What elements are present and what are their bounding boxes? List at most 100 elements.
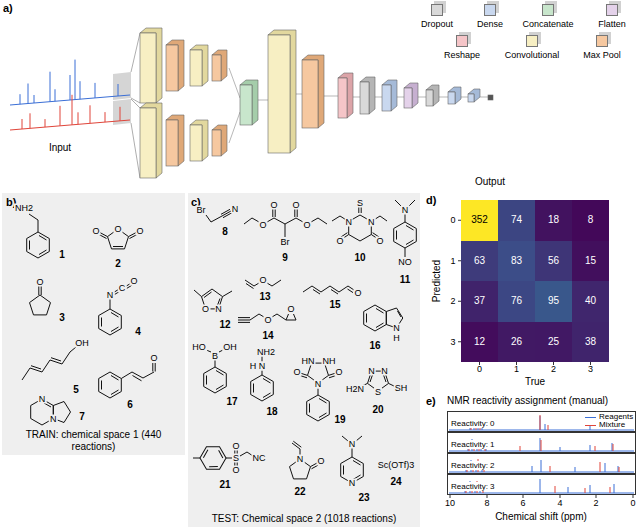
matrix-cell: 25 <box>535 322 572 363</box>
axis-title: Output <box>474 177 506 187</box>
legend-text: Dense <box>477 20 503 29</box>
nmr-spectra <box>449 415 634 498</box>
atom-label: O <box>129 277 138 286</box>
plot-label: Reactivity: 0 <box>450 419 496 428</box>
plot-label: Reactivity: 2 <box>450 461 496 470</box>
tick-label: 10 <box>445 499 455 508</box>
compound-number: 18 <box>265 407 278 417</box>
atom-label: H <box>392 334 401 343</box>
compound-number: 10 <box>353 253 366 263</box>
matrix-cell: 26 <box>498 322 535 363</box>
atom-label: N <box>314 380 323 389</box>
atom-label: NO <box>397 258 413 267</box>
atom-label: O <box>353 289 362 298</box>
atom-label: O <box>201 305 210 314</box>
atom-label: N <box>348 440 357 449</box>
input-spectra <box>10 33 140 178</box>
compound-number: 5 <box>72 385 80 395</box>
panel-box: TRAIN: chemical space 1 (440 reactions) <box>2 193 185 455</box>
matrix-cell: 95 <box>535 281 572 322</box>
atom-label: O <box>91 227 100 236</box>
atom-label: S <box>356 199 364 208</box>
atom-label: N <box>348 479 357 488</box>
compound-number: 19 <box>333 415 346 425</box>
panel-title: NMR reactivity assignment (manual) <box>447 396 608 406</box>
atom-label: Br <box>280 238 291 247</box>
atom-label: NH <box>322 357 337 366</box>
atom-label: O <box>113 225 122 234</box>
matrix-cell: 76 <box>498 281 535 322</box>
legend-text: Reagents <box>598 413 634 421</box>
compound-number: 16 <box>368 341 381 351</box>
matrix-cell: 12 <box>461 322 498 363</box>
panel-letter: d) <box>426 195 436 206</box>
plot-box: Reactivity: 2 <box>447 453 636 474</box>
panel-letter: e) <box>426 396 436 407</box>
atom-label: O <box>258 276 267 285</box>
atom-label: N <box>214 305 223 314</box>
compound-number: 6 <box>126 400 134 410</box>
matrix-cell: 15 <box>572 241 609 282</box>
matrix-cell: 63 <box>461 241 498 282</box>
axis-title: Predicted <box>432 260 442 302</box>
atom-label: HO <box>191 343 207 352</box>
panel-letter: a) <box>3 3 13 14</box>
tick-label: 0 <box>630 499 635 508</box>
compound-number: 17 <box>225 397 238 407</box>
tick-label: 2 <box>450 297 455 306</box>
matrix-cell: 37 <box>461 281 498 322</box>
compound-number: 4 <box>134 327 142 337</box>
atom-label: N <box>258 362 267 371</box>
panel-box: TEST: Chemical space 2 (1018 reactions) <box>188 193 420 527</box>
atom-label: O <box>258 221 267 230</box>
atom-label: Sc(OTf)3 <box>377 461 416 470</box>
legend-line <box>585 425 596 426</box>
legend-swatch <box>456 35 468 47</box>
atom-label: N <box>392 324 401 333</box>
tick-label: 3 <box>450 337 455 346</box>
atom-label: OH <box>222 343 238 352</box>
atom-label: SH <box>394 384 409 393</box>
matrix-cell: 18 <box>535 200 572 241</box>
legend-swatch <box>431 4 443 16</box>
compound-number: 13 <box>258 292 271 302</box>
atom-label: NH2 <box>14 204 34 213</box>
tick-label: 8 <box>484 499 489 508</box>
compound-number: 22 <box>293 487 306 497</box>
atom-label: O <box>291 201 300 210</box>
legend-text: Max Pool <box>583 51 621 60</box>
matrix-cell: 352 <box>461 200 498 241</box>
tick-label: 6 <box>520 499 525 508</box>
atom-label: O <box>231 442 240 451</box>
atom-label: O <box>316 457 325 466</box>
compound-number: 1 <box>58 250 66 260</box>
matrix-cell: 56 <box>535 241 572 282</box>
compound-number: 9 <box>281 253 289 263</box>
atom-label: O <box>286 305 295 314</box>
tick-label: 1 <box>514 365 519 374</box>
panel-ground <box>2 193 185 455</box>
atom-label: N <box>380 367 389 376</box>
legend-swatch <box>484 4 496 16</box>
caption-text: TEST: Chemical space 2 (1018 reactions) <box>212 513 397 525</box>
compound-number: 21 <box>218 480 231 490</box>
matrix-cell: 83 <box>498 241 535 282</box>
atom-label: N <box>344 217 353 226</box>
atom-label: NC <box>252 454 267 463</box>
atom-label: N <box>106 291 115 300</box>
compound-number: 7 <box>78 412 86 422</box>
matrix-cell: 8 <box>572 200 609 241</box>
atom-label: O <box>334 368 343 377</box>
compound-number: 11 <box>399 275 412 285</box>
atom-label: O <box>292 368 301 377</box>
legend-swatch <box>542 4 554 16</box>
atom-label: H <box>249 362 258 371</box>
legend-swatch <box>526 35 538 47</box>
tick-label: 0 <box>477 365 482 374</box>
compound-number: 24 <box>389 477 402 487</box>
atom-label: O <box>263 316 272 325</box>
axis-ticks <box>458 220 591 365</box>
legend-text: Reshape <box>444 51 480 60</box>
tick-label: 1 <box>450 256 455 265</box>
atom-label: N <box>231 205 240 214</box>
